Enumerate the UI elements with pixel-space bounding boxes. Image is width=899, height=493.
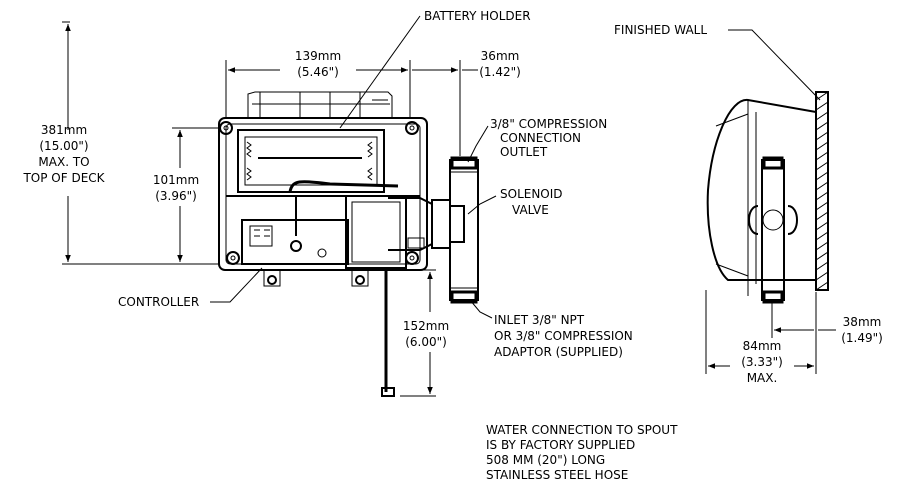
dim-84-mm: 84mm — [743, 339, 782, 353]
dim-84-in: (3.33") — [741, 355, 783, 369]
dim-36-line — [412, 60, 478, 156]
solenoid-label-line2: VALVE — [512, 203, 549, 217]
compression-outlet-line1: 3/8" COMPRESSION — [490, 117, 607, 131]
dim-152-in: (6.00") — [405, 335, 447, 349]
water-note-line4: STAINLESS STEEL HOSE — [486, 468, 628, 482]
battery-holder-label: BATTERY HOLDER — [424, 9, 531, 23]
dim-101-line — [172, 127, 219, 262]
controller-label: CONTROLLER — [118, 295, 199, 309]
leader-inlet — [469, 299, 493, 319]
dim-38-line — [771, 302, 836, 338]
controller-box-front-view — [218, 91, 428, 287]
inlet-label-line1: INLET 3/8" NPT — [494, 313, 585, 327]
power-cable — [381, 268, 395, 397]
dim-381-mm: 381mm — [41, 123, 87, 137]
dim-101-in: (3.96") — [155, 189, 197, 203]
water-note-line3: 508 MM (20") LONG — [486, 453, 605, 467]
dim-381-in: (15.00") — [39, 139, 88, 153]
inlet-label-line3: ADAPTOR (SUPPLIED) — [494, 345, 623, 359]
dim-101-mm: 101mm — [153, 173, 199, 187]
compression-outlet-line3: OUTLET — [500, 145, 548, 159]
dim-381-note1: MAX. TO — [38, 155, 89, 169]
dim-38-mm: 38mm — [843, 315, 882, 329]
valve-pipe-front — [449, 156, 479, 304]
inlet-label-line2: OR 3/8" COMPRESSION — [494, 329, 633, 343]
battery-holder — [237, 129, 385, 193]
side-view — [706, 91, 829, 304]
dim-381-note2: TOP OF DECK — [22, 171, 105, 185]
leader-battery-holder — [339, 15, 421, 129]
dim-84-max: MAX. — [747, 371, 778, 385]
dim-36-in: (1.42") — [479, 65, 521, 79]
leader-controller — [210, 267, 263, 303]
leader-solenoid — [467, 195, 497, 215]
dim-84-line — [705, 290, 817, 374]
controller-board — [241, 219, 349, 265]
dim-139-mm: 139mm — [295, 49, 341, 63]
dim-152-line — [400, 269, 436, 397]
dim-38-in: (1.49") — [841, 331, 883, 345]
solenoid-valve-front — [345, 195, 465, 269]
dim-36-mm: 36mm — [481, 49, 520, 63]
dim-152-mm: 152mm — [403, 319, 449, 333]
solenoid-label-line1: SOLENOID — [500, 187, 563, 201]
leader-compression-outlet — [467, 125, 489, 163]
water-note-line2: IS BY FACTORY SUPPLIED — [486, 438, 635, 452]
finished-wall — [815, 91, 829, 291]
leader-finished-wall — [728, 29, 821, 101]
finished-wall-label: FINISHED WALL — [614, 23, 707, 37]
compression-outlet-line2: CONNECTION — [500, 131, 581, 145]
dim-139-in: (5.46") — [297, 65, 339, 79]
water-note-line1: WATER CONNECTION TO SPOUT — [486, 423, 678, 437]
dim-381-line — [62, 21, 219, 265]
